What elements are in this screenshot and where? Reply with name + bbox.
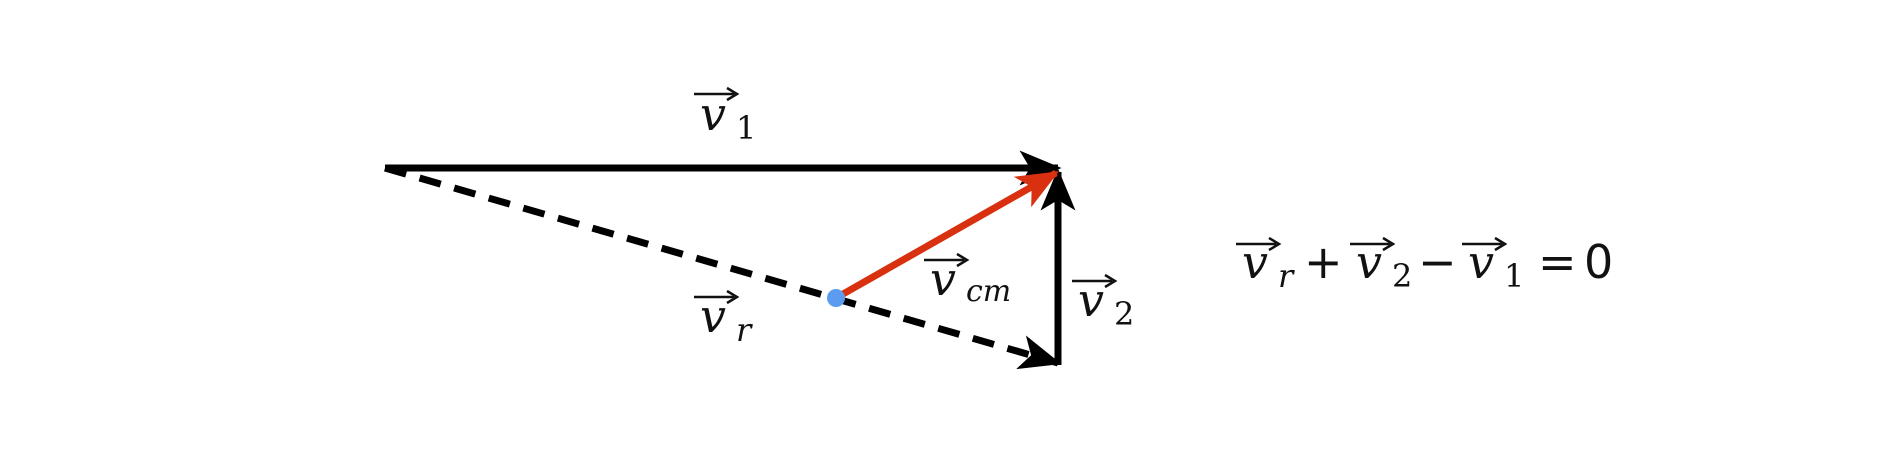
label-vcm-subscript: cm (966, 274, 1011, 309)
equation-op-plus: + (1304, 235, 1343, 289)
vector-vr-arrow (384, 164, 1062, 370)
equation-term3-subscript: 1 (1504, 257, 1524, 295)
equation-term2-overarrow-head (1382, 236, 1396, 252)
equation-term1-symbol: v (1242, 235, 1268, 289)
equation-op-equals: = (1538, 235, 1577, 289)
equation-term1-subscript: r (1278, 257, 1295, 295)
equation-term2-symbol: v (1356, 235, 1382, 289)
label-v2-overarrow-head (1104, 273, 1118, 289)
equation-term2-subscript: 2 (1392, 257, 1412, 295)
equation-term3-symbol: v (1468, 235, 1494, 289)
label-v1: v 1 (694, 86, 756, 147)
equation-term1-overarrow-head (1268, 236, 1282, 252)
equation-term3-overarrow-head (1494, 236, 1508, 252)
label-v2: v 2 (1072, 273, 1134, 333)
label-vcm-symbol: v (930, 252, 956, 306)
label-v1-symbol: v (700, 87, 726, 141)
vector-vcm-arrow (834, 169, 1060, 302)
label-vr-subscript: r (736, 311, 753, 349)
label-vcm: v cm (924, 252, 1011, 309)
label-v1-subscript: 1 (736, 109, 756, 147)
center-of-mass-point (827, 289, 845, 307)
equation-op-minus: − (1418, 235, 1457, 289)
label-v2-subscript: 2 (1114, 295, 1134, 333)
label-vr: v r (694, 289, 753, 349)
label-vcm-overarrow-head (956, 252, 970, 268)
label-vr-symbol: v (700, 289, 726, 343)
equation: v r + v 2 − v 1 = 0 (1236, 235, 1613, 295)
label-v1-overarrow-head (726, 86, 740, 102)
label-vr-overarrow-head (726, 289, 740, 305)
label-v2-symbol: v (1078, 273, 1104, 327)
equation-rhs: 0 (1584, 235, 1613, 289)
